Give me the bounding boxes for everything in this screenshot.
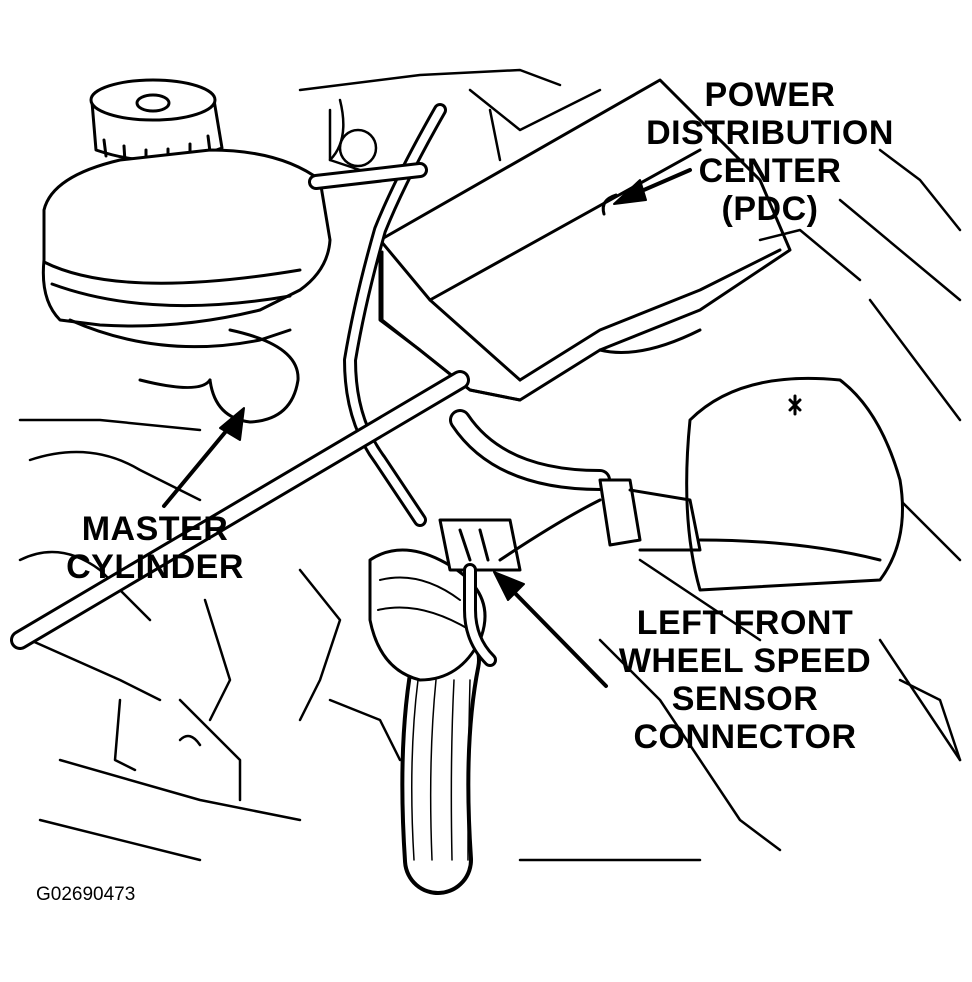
sensor-connector — [438, 498, 602, 667]
pdc-label: POWER DISTRIBUTION CENTER (PDC) — [620, 76, 920, 228]
leader-arrows — [162, 168, 692, 688]
master-cylinder-label-line-1: MASTER — [81, 510, 229, 548]
wheel-speed-sensor-label-line-2: WHEEL SPEED — [618, 642, 872, 680]
master-cylinder-label: MASTER CYLINDER — [50, 510, 260, 586]
wheel-speed-sensor-label-line-1: LEFT FRONT — [636, 604, 854, 642]
hood-prop-rod — [10, 370, 470, 650]
pdc-label-line-1: POWER — [704, 76, 836, 114]
wheel-speed-sensor-label-line-4: CONNECTOR — [633, 718, 857, 756]
master-cylinder-reservoir — [41, 78, 332, 424]
engine-bay-background — [18, 68, 962, 862]
strut-tower-cap — [598, 376, 904, 592]
pdc-label-line-3: CENTER — [698, 152, 842, 190]
pdc-label-line-2: DISTRIBUTION — [646, 114, 894, 152]
wheel-speed-sensor-label-line-3: SENSOR — [671, 680, 819, 718]
pdc-box — [378, 78, 792, 402]
wiring-harness — [308, 103, 611, 895]
pdc-label-line-4: (PDC) — [721, 190, 819, 228]
wheel-speed-sensor-label: LEFT FRONT WHEEL SPEED SENSOR CONNECTOR — [600, 604, 890, 756]
master-cylinder-label-line-2: CYLINDER — [66, 548, 244, 586]
figure-id: G02690473 — [36, 884, 136, 905]
